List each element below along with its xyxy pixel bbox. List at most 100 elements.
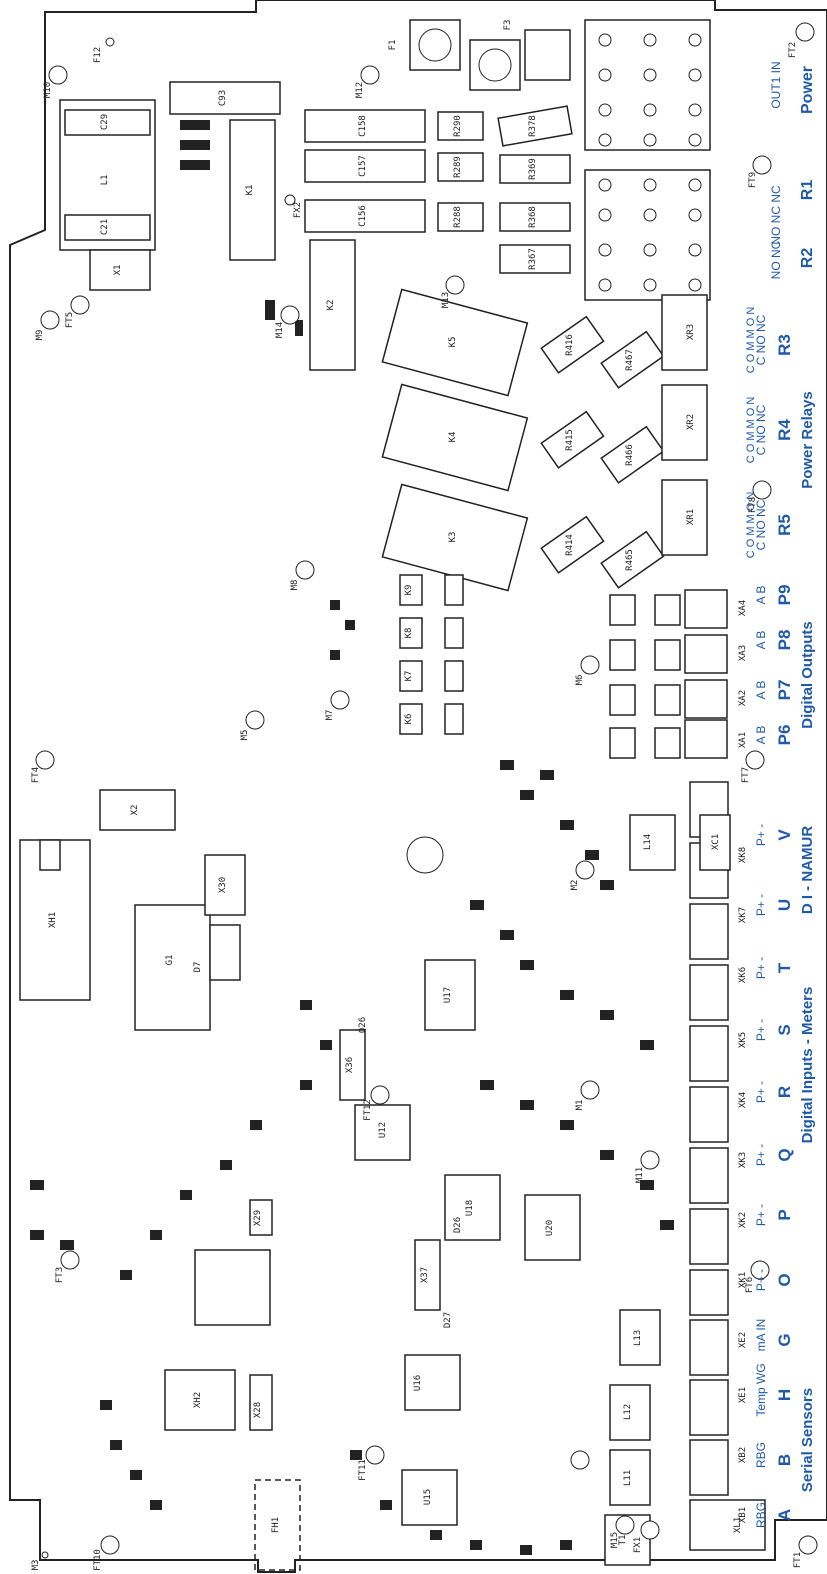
group-pins-o: P+ - xyxy=(754,1269,768,1291)
group-name-p9: P9 xyxy=(775,585,794,606)
group-pins-r: P+ - xyxy=(754,1081,768,1103)
fiducial-label-ft11: FT11 xyxy=(358,1459,368,1481)
group-name-r2: R2 xyxy=(799,248,816,269)
designator-xk7: XK7 xyxy=(738,907,748,923)
fiducial-label-m3: M3 xyxy=(31,1560,41,1571)
group-pins-a: RBG xyxy=(754,1502,768,1528)
designator-xa2: XA2 xyxy=(738,690,748,706)
group-pins-s: P+ - xyxy=(754,1019,768,1041)
r4-common-letters: C O M M O N xyxy=(745,397,757,464)
designator-k4: K4 xyxy=(448,432,458,443)
digital-output-connectors xyxy=(399,574,728,759)
fiducial-label-m9: M9 xyxy=(35,330,45,341)
group-name-s: S xyxy=(775,1024,794,1035)
designator-c29: C29 xyxy=(100,114,110,130)
fiducial-label-ft6: FT6 xyxy=(745,1277,755,1293)
label-serial-sensors: Serial Sensors xyxy=(799,1388,816,1492)
group-name-a: A xyxy=(775,1509,794,1521)
designator-xb2: XB2 xyxy=(738,1447,748,1463)
group-name-p8: P8 xyxy=(775,630,794,651)
designator-f3: F3 xyxy=(503,20,513,31)
designator-xa3: XA3 xyxy=(738,645,748,661)
designator-xa1: XA1 xyxy=(738,732,748,748)
designator-xe1: XE1 xyxy=(738,1387,748,1403)
relay-r1-r2-terminal-block xyxy=(584,169,711,301)
power-terminal-block xyxy=(584,19,711,151)
designator-l14: L14 xyxy=(643,834,653,850)
designator-d27: D27 xyxy=(443,1312,453,1328)
designator-r465: R465 xyxy=(625,549,635,571)
group-name-q: Q xyxy=(775,1148,794,1161)
designator-r466: R466 xyxy=(625,444,635,466)
designator-l13: L13 xyxy=(633,1330,643,1346)
designator-xr2: XR2 xyxy=(686,414,696,430)
designator-xk8: XK8 xyxy=(738,847,748,863)
designator-l12: L12 xyxy=(623,1404,633,1420)
designator-xk2: XK2 xyxy=(738,1212,748,1228)
fiducial-label-ft5: FT5 xyxy=(65,312,75,328)
group-name-r3: R3 xyxy=(775,334,794,356)
designator-c158: C158 xyxy=(358,115,368,137)
fiducial-label-ft8: FT8 xyxy=(748,497,758,513)
designator-xk3: XK3 xyxy=(738,1152,748,1168)
designator-u16: U16 xyxy=(413,1375,423,1391)
group-name-r: R xyxy=(775,1086,794,1098)
fiducial-label-fx2: FX2 xyxy=(293,202,303,218)
designator-k3: K3 xyxy=(448,532,458,543)
designator-xb1: XB1 xyxy=(738,1507,748,1523)
designator-r416: R416 xyxy=(565,334,575,356)
fuse-holders xyxy=(409,19,571,91)
designator-r368: R368 xyxy=(528,206,538,228)
group-name-b: B xyxy=(775,1454,794,1466)
group-name-o: O xyxy=(775,1273,794,1286)
fiducial-label-ft2: FT2 xyxy=(788,42,798,58)
designator-u18: U18 xyxy=(465,1200,475,1216)
group-pins-r4: C NO NC xyxy=(754,404,768,455)
fiducial-label-m6: M6 xyxy=(575,675,585,686)
designator-c21: C21 xyxy=(100,219,110,235)
designator-k2: K2 xyxy=(326,300,336,311)
designator-x1: X1 xyxy=(113,265,123,276)
designator-d26: D26 xyxy=(453,1217,463,1233)
designator-g1: G1 xyxy=(165,955,175,966)
designator-q26: Q26 xyxy=(358,1017,368,1033)
group-name-p: P xyxy=(775,1209,794,1220)
designator-r414: R414 xyxy=(565,534,575,556)
designator-x30: X30 xyxy=(218,877,228,893)
designator-r369: R369 xyxy=(528,158,538,180)
group-pins-r1: NO NC NC xyxy=(769,185,783,245)
designator-k9: K9 xyxy=(404,585,414,596)
group-name-p6: P6 xyxy=(775,725,794,746)
fiducial-label-f12: F12 xyxy=(93,47,103,63)
designator-k1: K1 xyxy=(245,185,255,196)
designator-k5: K5 xyxy=(448,337,458,348)
fiducial-label-m2: M2 xyxy=(570,880,580,891)
designator-r289: R289 xyxy=(453,156,463,178)
designator-k7: K7 xyxy=(404,671,414,682)
group-name-u: U xyxy=(775,899,794,911)
power-relays-blocks xyxy=(309,239,665,592)
designator-fh1: FH1 xyxy=(271,1517,281,1533)
group-name-g: G xyxy=(775,1333,794,1346)
fiducials xyxy=(35,22,818,1559)
relay-connectors-xr xyxy=(661,294,708,556)
group-name-r1: R1 xyxy=(799,180,816,201)
fiducial-label-ft4: FT4 xyxy=(31,767,41,783)
group-pins-q: P+ - xyxy=(754,1144,768,1166)
group-pins-h: Temp WG xyxy=(754,1363,768,1416)
fiducial-label-ft12: FT12 xyxy=(363,1099,373,1121)
designator-xh1: XH1 xyxy=(48,912,58,928)
group-pins-r2: NO NC xyxy=(769,240,783,279)
designator-x29: X29 xyxy=(253,1210,263,1226)
group-pins-p7: A B xyxy=(754,681,768,700)
designator-r288: R288 xyxy=(453,206,463,228)
designator-xk4: XK4 xyxy=(738,1092,748,1108)
fiducial-label-m8: M8 xyxy=(290,580,300,591)
designator-u17: U17 xyxy=(443,987,453,1003)
fiducial-label-m12: M12 xyxy=(355,82,365,98)
designator-r415: R415 xyxy=(565,429,575,451)
designator-xk6: XK6 xyxy=(738,967,748,983)
fiducial-label-m10: M10 xyxy=(43,82,53,98)
ics-and-large-parts xyxy=(19,789,731,1571)
